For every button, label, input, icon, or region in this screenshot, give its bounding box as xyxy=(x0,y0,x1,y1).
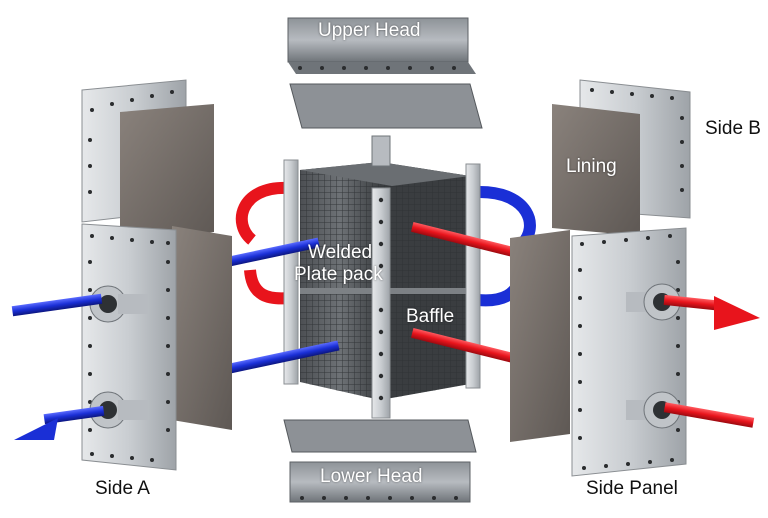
label-side-b: Side B xyxy=(705,118,761,139)
lower-head xyxy=(283,419,477,503)
corner-girder-left xyxy=(283,159,299,385)
bolt-hole-row-upper-head xyxy=(298,66,456,70)
side-panel xyxy=(571,227,687,477)
lower-gasket-plate xyxy=(283,419,477,453)
lining-sheet-front-right xyxy=(510,230,570,442)
label-baffle: Baffle xyxy=(406,306,455,327)
label-plate-pack-line2: Plate pack xyxy=(294,264,383,285)
corner-girder-right xyxy=(465,163,481,389)
hot-loop-pipe xyxy=(235,181,289,245)
label-side-a: Side A xyxy=(95,478,150,499)
cold-outlet-arrow xyxy=(14,405,105,440)
label-welded-line1: Welded xyxy=(308,242,373,263)
label-lining: Lining xyxy=(566,156,617,177)
lining-sheet-front-left xyxy=(172,226,232,430)
cold-inlet-pipe-lower xyxy=(200,340,340,380)
label-lower-head: Lower Head xyxy=(320,466,423,487)
lining-plate-left xyxy=(120,104,214,242)
label-side-panel: Side Panel xyxy=(586,478,678,499)
top-lug xyxy=(371,135,391,167)
side-a-panel xyxy=(81,223,177,471)
cold-inlet-arrow xyxy=(11,293,103,317)
upper-head xyxy=(287,17,483,129)
hot-outlet-arrow xyxy=(663,294,760,330)
hot-inlet-arrow xyxy=(663,402,755,428)
label-upper-head: Upper Head xyxy=(318,20,421,41)
corner-girder-front xyxy=(371,187,391,419)
cold-loop-pipe xyxy=(479,186,536,249)
lining-plate-right xyxy=(552,104,640,236)
upper-gasket-plate xyxy=(289,83,483,129)
